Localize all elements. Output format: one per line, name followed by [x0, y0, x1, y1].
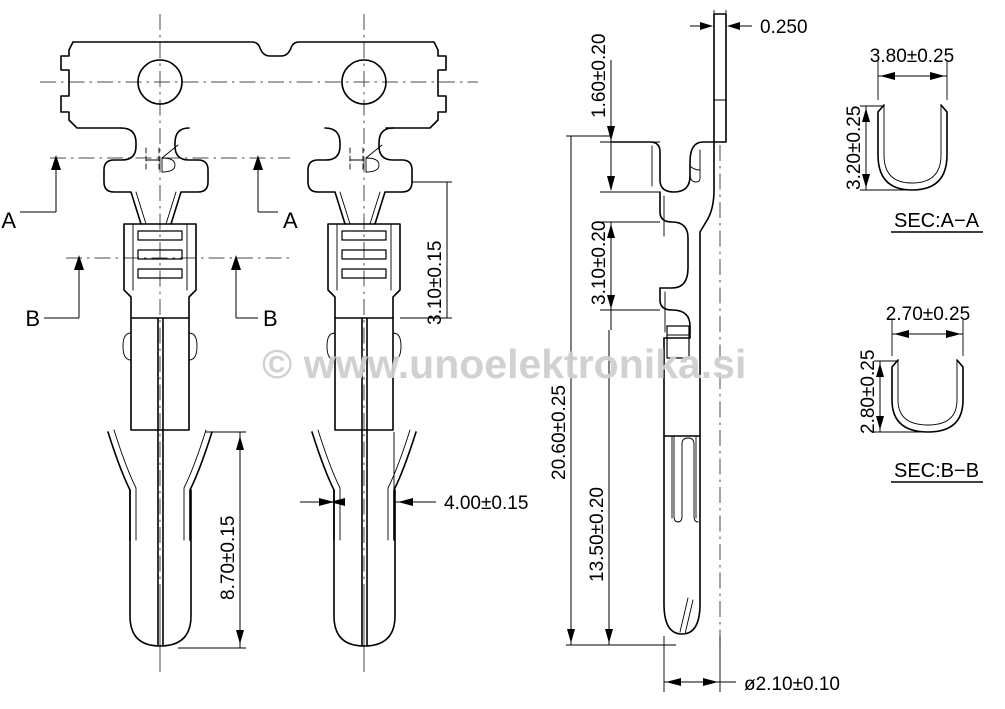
terminal-marking-glyph-left: [145, 144, 179, 173]
dimension-label-side-overall: 20.60±0.25: [549, 385, 570, 480]
section-title-b-b: SEC:B−B: [894, 460, 979, 482]
dimension-side-upper: [600, 60, 660, 193]
dimension-sec-a-height: [860, 105, 916, 191]
dimension-sec-b-width: [891, 320, 964, 356]
dimension-sec-a-width: [877, 60, 948, 100]
dimension-label-sec-b-height: 2.80±0.25: [858, 350, 879, 434]
right-terminal-front: [307, 127, 417, 672]
dimension-label-sec-a-height: 3.20±0.25: [844, 106, 865, 190]
section-label-a-right: A: [283, 208, 298, 233]
dimension-label-sec-a-width: 3.80±0.25: [870, 46, 954, 67]
dimension-side-lower: [605, 330, 613, 645]
terminal-marking-glyph-right: [349, 144, 383, 173]
section-marker-b-left: [44, 255, 84, 319]
dimension-label-side-middle: 3.10±0.20: [589, 221, 610, 305]
dimension-front-right-vertical: [400, 181, 452, 319]
section-label-b-left: B: [25, 306, 40, 331]
dimension-side-middle: [600, 221, 660, 330]
dimension-label-front-lower-right: 4.00±0.15: [444, 493, 528, 514]
dimension-label-side-upper: 1.60±0.20: [589, 34, 610, 118]
section-label-b-right: B: [263, 306, 278, 331]
dimension-label-side-lower: 13.50±0.20: [587, 487, 608, 582]
carrier-pilot-holes: [137, 59, 387, 105]
dimension-label-sec-b-width: 2.70±0.25: [886, 304, 970, 325]
front-view-centerlines: [40, 14, 478, 672]
section-marker-a-left: [20, 155, 61, 213]
dimension-label-front-right-vertical: 3.10±0.15: [425, 241, 446, 325]
dimension-label-side-diameter: ø2.10±0.10: [744, 674, 840, 695]
dimension-front-lower-right: [300, 432, 436, 540]
dimension-label-side-thickness: 0.250: [760, 17, 808, 38]
section-marker-b-right: [231, 255, 258, 319]
section-title-a-a: SEC:A−A: [894, 210, 980, 232]
dimension-sec-b-height: [874, 360, 930, 433]
section-marker-a-right: [253, 155, 278, 213]
dimension-side-diameter: [663, 636, 736, 692]
dimension-side-overall: [566, 135, 676, 646]
dimension-label-front-lower-left: 8.70±0.15: [218, 516, 239, 600]
section-label-a-left: A: [1, 208, 16, 233]
watermark-text: © www.unoelektronika.si: [262, 341, 746, 387]
carrier-strip-outline: [60, 41, 447, 129]
left-terminal-front: [103, 127, 213, 672]
dimension-side-thickness: [690, 10, 752, 42]
dimension-front-lower-left: [178, 431, 246, 649]
side-view-terminal: [611, 13, 727, 648]
